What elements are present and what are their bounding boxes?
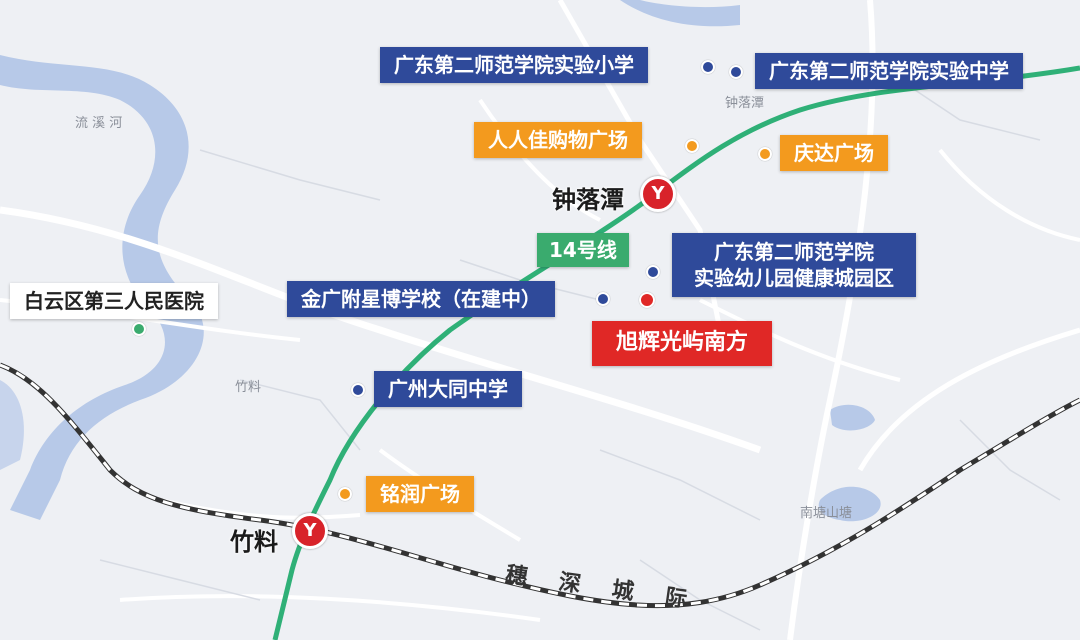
lake [818, 486, 881, 522]
place-zhongluotan-area: 钟落潭 [725, 96, 765, 111]
jinguang-school-pin[interactable] [596, 292, 610, 306]
datong-pin[interactable] [351, 383, 365, 397]
mall-qingda-pin[interactable] [758, 147, 772, 161]
kindergarten-label-line2: 实验幼儿园健康城园区 [694, 266, 894, 290]
river-top [620, 0, 740, 27]
water-left [0, 380, 24, 470]
mingrun-pin[interactable] [338, 487, 352, 501]
hospital-pin[interactable] [132, 322, 146, 336]
school-primary-label[interactable]: 广东第二师范学院实验小学 [380, 47, 648, 83]
line-14-label[interactable]: 14号线 [537, 233, 629, 267]
mingrun-label[interactable]: 铭润广场 [366, 476, 474, 512]
pond [830, 404, 875, 431]
xuhui-label[interactable]: 旭辉光屿南方 [592, 321, 773, 366]
school-middle-pin[interactable] [729, 65, 743, 79]
kindergarten-label-line1: 广东第二师范学院 [714, 240, 874, 264]
kindergarten-label[interactable]: 广东第二师范学院 实验幼儿园健康城园区 [672, 233, 916, 297]
school-middle-label[interactable]: 广东第二师范学院实验中学 [755, 53, 1023, 89]
mall-renrenjia-pin[interactable] [685, 139, 699, 153]
liuxi-river [0, 55, 204, 520]
jinguang-school-label[interactable]: 金广附星博学校（在建中） [287, 281, 555, 317]
metro-icon[interactable]: Y [640, 176, 676, 212]
place-zhuliao-area: 竹料 [235, 380, 262, 395]
intercity-railway [0, 362, 1080, 609]
station-zhuliao-name: 竹料 [230, 528, 278, 556]
place-liuxi-river: 流 溪 河 [75, 116, 123, 131]
station-zhongluotan-name: 钟落潭 [552, 186, 624, 214]
metro-icon[interactable]: Y [292, 513, 328, 549]
mall-renrenjia-label[interactable]: 人人佳购物广场 [474, 122, 642, 158]
school-primary-pin[interactable] [701, 60, 715, 74]
kindergarten-pin[interactable] [646, 265, 660, 279]
hospital-label[interactable]: 白云区第三人民医院 [10, 283, 218, 319]
datong-label[interactable]: 广州大同中学 [374, 371, 522, 407]
minor-roads [99, 79, 1061, 631]
xuhui-pin[interactable] [639, 292, 655, 308]
mall-qingda-label[interactable]: 庆达广场 [780, 135, 888, 171]
place-nantang: 南塘山塘 [800, 506, 853, 521]
